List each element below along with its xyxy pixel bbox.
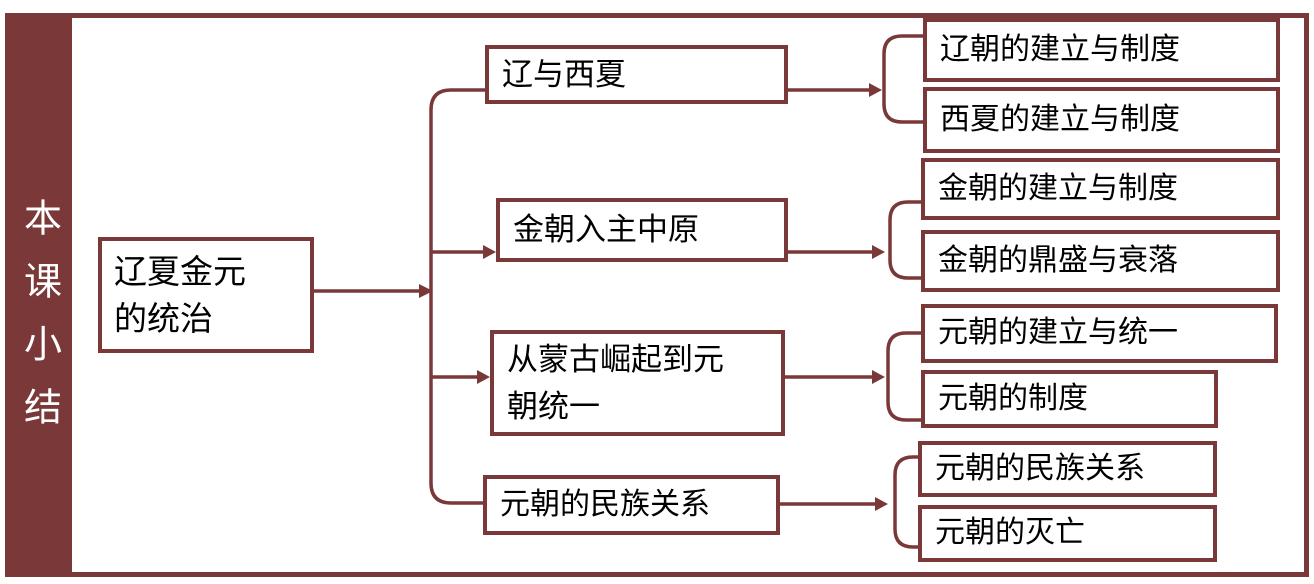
- branch-yuan-unify-line1: 从蒙古崛起到元: [507, 342, 724, 377]
- sidebar: 本课小结: [5, 13, 72, 577]
- leaf-box-yuan-fall: 元朝的灭亡: [918, 505, 1217, 562]
- arrow-yuan-unify-head: [872, 370, 885, 384]
- arrow-branch-mongol-head: [477, 370, 490, 384]
- root-topic-line2: 的统治: [114, 300, 213, 337]
- arrow-root-head: [419, 284, 433, 298]
- root-topic-line1: 辽夏金元: [114, 253, 246, 290]
- arrow-liao-xixia-head: [869, 83, 882, 97]
- branch-box-jin: 金朝入主中原: [496, 198, 788, 262]
- leaf-box-liao-founding: 辽朝的建立与制度: [923, 18, 1280, 82]
- branch-box-liao-xixia: 辽与西夏: [485, 45, 788, 104]
- branch-box-yuan-ethnic: 元朝的民族关系: [483, 475, 780, 535]
- connector-liao-xixia-bracket: [882, 34, 923, 124]
- branch-yuan-unify-line2: 朝统一: [507, 389, 600, 424]
- leaf-box-jin-peak-decline: 金朝的鼎盛与衰落: [921, 230, 1280, 292]
- arrow-yuan-ethnic-head: [875, 497, 888, 511]
- arrow-branch-jin-head: [483, 245, 496, 259]
- leaf-box-jin-founding: 金朝的建立与制度: [921, 158, 1280, 220]
- connector-jin-bracket: [888, 200, 921, 280]
- connector-yuan-unify-bracket: [886, 331, 921, 422]
- connector-yuan-ethnic-bracket: [893, 455, 918, 549]
- leaf-box-yuan-founding: 元朝的建立与统一: [921, 304, 1278, 363]
- leaf-box-yuan-institutions: 元朝的制度: [921, 370, 1218, 428]
- branch-box-yuan-unify: 从蒙古崛起到元 朝统一: [490, 330, 785, 436]
- arrow-jin-head: [872, 245, 885, 259]
- leaf-box-yuan-ethnic-relations: 元朝的民族关系: [918, 441, 1217, 497]
- connector-root-bracket: [429, 88, 485, 505]
- root-topic-box: 辽夏金元 的统治: [98, 237, 314, 353]
- lesson-summary-title: 本课小结: [17, 198, 60, 450]
- leaf-box-xixia-founding: 西夏的建立与制度: [923, 87, 1280, 153]
